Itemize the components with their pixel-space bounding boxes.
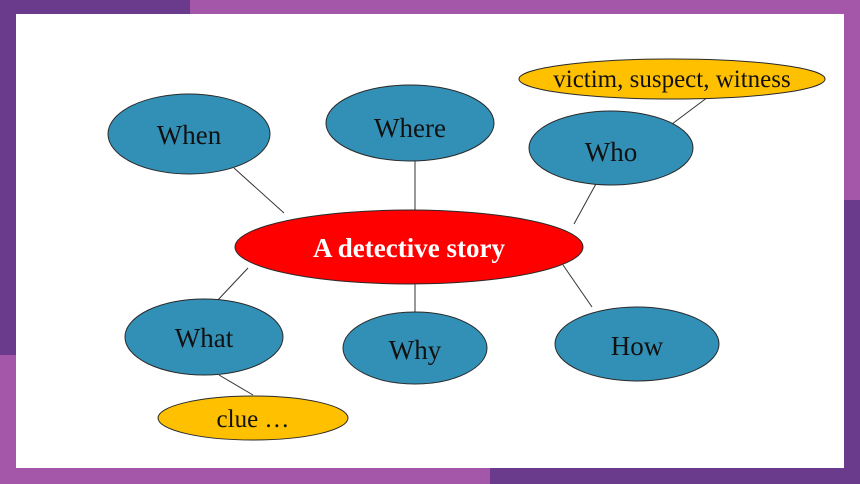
connector-what-note (218, 374, 254, 396)
node-how-shape (554, 306, 720, 382)
node-where-shape (325, 84, 495, 162)
frame-top-light (190, 0, 860, 14)
node-who: Who (528, 110, 694, 186)
node-why: Why (342, 311, 488, 385)
connector-how (562, 264, 593, 308)
frame-bottom-dark (490, 468, 860, 484)
node-how: How (554, 306, 720, 382)
frame-top-dark (0, 0, 190, 14)
note-what-shape (157, 395, 349, 441)
note-what-label: clue … (217, 406, 290, 433)
node-when-shape (107, 93, 271, 175)
node-where: Where (325, 84, 495, 162)
frame-bottom-light (0, 468, 490, 484)
node-why-shape (342, 311, 488, 385)
note-what: clue … (157, 395, 349, 441)
center-node-label: A detective story (313, 233, 505, 263)
center-node-shape (234, 209, 584, 285)
frame-left-light (0, 355, 16, 484)
node-why-label: Why (389, 335, 442, 365)
frame-left-dark (0, 0, 16, 355)
node-who-shape (528, 110, 694, 186)
node-when: When (107, 93, 271, 175)
node-what-label: What (175, 323, 234, 353)
frame-right-dark (844, 200, 860, 484)
node-what-shape (124, 298, 284, 376)
note-who-label: victim, suspect, witness (553, 66, 790, 93)
node-how-label: How (611, 331, 664, 361)
note-who-shape (518, 58, 826, 100)
connector-who-note (667, 96, 709, 128)
connector-what (215, 267, 249, 303)
connector-when (233, 167, 285, 214)
node-what: What (124, 298, 284, 376)
node-where-label: Where (374, 113, 446, 143)
node-when-label: When (157, 120, 222, 150)
connector-who (573, 181, 598, 225)
node-who-label: Who (585, 137, 637, 167)
frame-right-light (844, 0, 860, 200)
center-node: A detective story (234, 209, 584, 285)
connectors (215, 96, 709, 396)
note-who: victim, suspect, witness (518, 58, 826, 100)
